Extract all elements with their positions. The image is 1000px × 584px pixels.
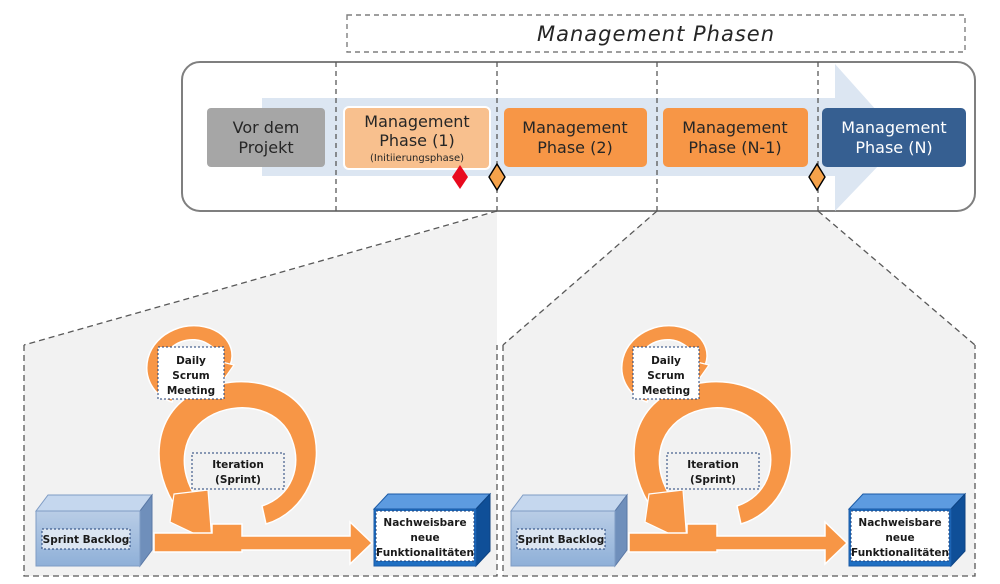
phase-box-n-1: Management Phase (N-1) — [663, 108, 808, 167]
phase-label-line2: Phase (N) — [855, 138, 932, 157]
iteration-line1: Iteration — [212, 459, 264, 471]
daily-loop-arrow — [146, 325, 233, 403]
result-box: Nachweisbare neue Funktionalitäten — [372, 492, 492, 568]
iteration-line1: Iteration — [687, 459, 739, 471]
phase-dividers — [335, 62, 819, 211]
phase-label-line2: Phase (2) — [537, 138, 613, 157]
milestone-diamond-icon — [808, 162, 826, 192]
result-box: Nachweisbare neue Funktionalitäten — [847, 492, 967, 568]
result-line1: Nachweisbare — [858, 517, 941, 529]
iteration-line2: (Sprint) — [690, 474, 736, 486]
daily-scrum-line3: Meeting — [642, 385, 690, 397]
page-title: Management Phasen — [537, 22, 775, 46]
phase-label-line2: Phase (1) — [379, 131, 455, 150]
sprint-backlog-label: Sprint Backlog — [43, 534, 130, 546]
phase-box-2: Management Phase (2) — [504, 108, 647, 167]
milestone-red-diamond-icon — [452, 165, 468, 189]
milestone-diamond-icon — [488, 162, 506, 192]
phase-label-line1: Management — [522, 118, 627, 137]
result-line3: Funktionalitäten — [851, 547, 949, 559]
phase-label-line1: Management — [364, 112, 469, 131]
result-line2: neue — [410, 532, 439, 544]
zoom-connectors — [23, 210, 976, 577]
phase-label-line2: Projekt — [238, 138, 293, 157]
phase-box-1: Management Phase (1) (Initiierungsphase) — [343, 106, 491, 170]
result-line2: neue — [885, 532, 914, 544]
phase-label-line3: (Initiierungsphase) — [370, 153, 464, 164]
result-line3: Funktionalitäten — [376, 547, 474, 559]
result-line1: Nachweisbare — [383, 517, 466, 529]
phase-label-line1: Management — [682, 118, 787, 137]
phase-box-pre-project: Vor dem Projekt — [207, 108, 325, 167]
daily-scrum-line1: Daily — [176, 355, 206, 367]
daily-scrum-line2: Scrum — [647, 370, 684, 382]
phase-label-line2: Phase (N-1) — [688, 138, 781, 157]
sprint-panel-right: Sprint Backlog Daily Scrum Meeting Itera… — [510, 325, 967, 568]
daily-loop-arrow — [621, 325, 708, 403]
iteration-line2: (Sprint) — [215, 474, 261, 486]
daily-scrum-line1: Daily — [651, 355, 681, 367]
output-arrow — [628, 520, 849, 566]
daily-scrum-line2: Scrum — [172, 370, 209, 382]
phase-label-line1: Vor dem — [233, 118, 300, 137]
phase-box-n: Management Phase (N) — [822, 108, 966, 167]
sprint-panel-left: Sprint Backlog Daily Scrum Meeting Itera… — [35, 325, 492, 568]
sprint-backlog-box: Sprint Backlog — [35, 493, 153, 568]
output-arrow — [153, 520, 374, 566]
daily-scrum-line3: Meeting — [167, 385, 215, 397]
title-banner: Management Phasen — [346, 14, 966, 53]
phase-label-line1: Management — [841, 118, 946, 137]
sprint-backlog-label: Sprint Backlog — [518, 534, 605, 546]
sprint-backlog-box: Sprint Backlog — [510, 493, 628, 568]
